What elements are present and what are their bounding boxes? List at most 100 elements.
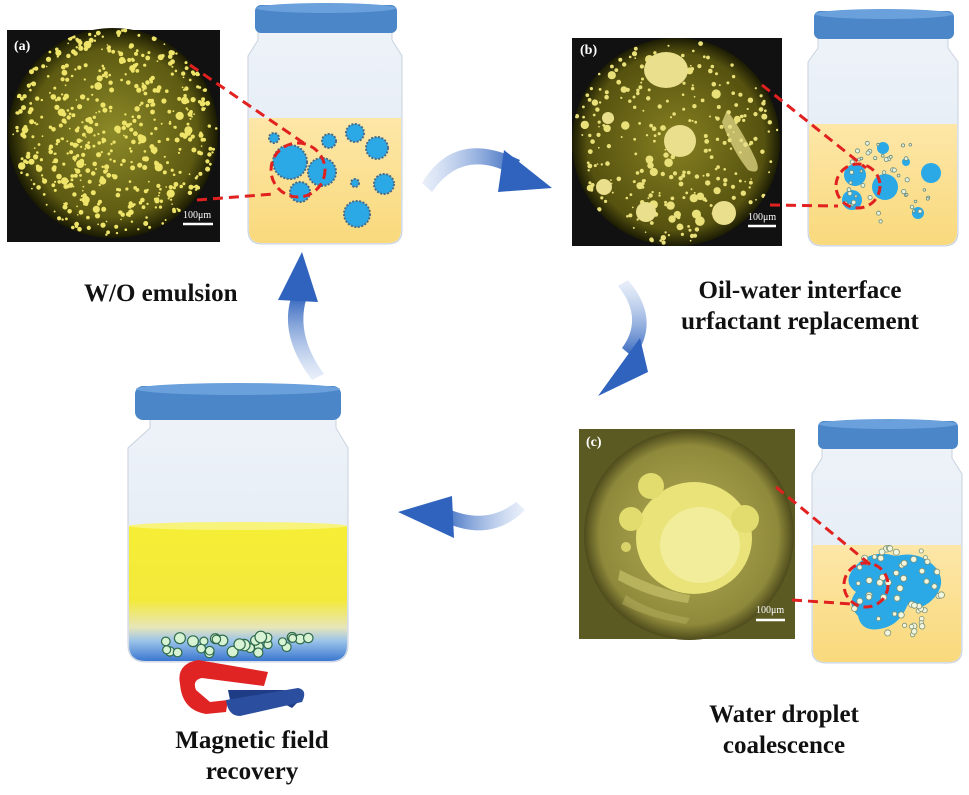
magnetic-particle xyxy=(187,635,200,648)
droplet-dot xyxy=(163,155,166,158)
droplet-dot xyxy=(80,145,83,148)
droplet-dot xyxy=(61,64,66,70)
droplet-dot xyxy=(137,162,143,168)
droplet-dot xyxy=(141,53,145,58)
droplet-dot xyxy=(574,114,580,119)
droplet-dot xyxy=(665,99,669,103)
droplet-dot xyxy=(109,110,112,113)
magnetic-particle xyxy=(288,633,298,644)
droplet-dot xyxy=(76,160,85,168)
droplet-dot xyxy=(150,132,153,136)
droplet-dot xyxy=(649,123,653,128)
droplet-dot xyxy=(177,96,182,101)
droplet-dot xyxy=(638,85,643,90)
droplet-dot xyxy=(64,84,67,87)
droplet-dot xyxy=(31,187,33,190)
droplet-dot xyxy=(145,216,148,219)
surfactant-particle xyxy=(901,189,907,195)
droplet-dot xyxy=(36,185,41,190)
droplet-dot xyxy=(110,142,113,146)
droplet-dot xyxy=(685,191,689,195)
droplet-dot xyxy=(642,109,645,112)
droplet-dot xyxy=(41,174,44,177)
droplet-dot xyxy=(108,105,113,110)
droplet-dot xyxy=(63,93,69,100)
droplet-dot xyxy=(711,89,721,99)
droplet-dot xyxy=(125,187,129,191)
droplet-dot xyxy=(18,162,26,170)
droplet-dot xyxy=(187,111,193,117)
droplet-dot xyxy=(628,213,633,218)
droplet-dot xyxy=(629,193,633,197)
droplet-dot xyxy=(635,171,640,175)
droplet-dot xyxy=(592,113,596,117)
surfactant-particle xyxy=(904,177,910,183)
droplet-dot xyxy=(122,121,124,123)
droplet-dot xyxy=(639,168,644,173)
droplet-dot xyxy=(81,152,86,157)
droplet-dot xyxy=(101,64,105,68)
droplet-dot xyxy=(753,136,758,141)
droplet-dot xyxy=(167,109,172,114)
droplet-dot xyxy=(164,219,167,221)
droplet-dot xyxy=(682,170,686,175)
droplet-dot xyxy=(706,55,710,60)
droplet-dot xyxy=(114,125,121,133)
droplet-dot xyxy=(109,158,112,161)
droplet-dot xyxy=(641,77,644,81)
droplet-dot xyxy=(681,93,685,96)
droplet-dot xyxy=(20,96,24,101)
droplet-dot xyxy=(586,161,590,165)
droplet-dot xyxy=(73,51,78,56)
droplet-dot xyxy=(91,93,94,96)
droplet-dot xyxy=(190,70,195,75)
magnetic-particle xyxy=(162,645,172,655)
surfactant-particle xyxy=(876,578,884,587)
droplet-dot xyxy=(718,84,721,87)
droplet-dot xyxy=(75,46,79,49)
droplet-dot xyxy=(72,142,78,148)
droplet-dot xyxy=(132,118,137,123)
droplet-dot xyxy=(75,99,78,101)
droplet-dot xyxy=(86,225,91,230)
droplet-dot xyxy=(586,184,594,192)
droplet-dot xyxy=(45,56,52,62)
droplet-dot xyxy=(743,114,747,118)
droplet-dot xyxy=(69,150,74,155)
droplet-dot xyxy=(670,154,676,160)
surfactant-particle xyxy=(881,170,887,175)
scale-bar-b: 100μm xyxy=(748,212,776,223)
magnetic-particle xyxy=(253,647,264,658)
droplet-dot xyxy=(664,148,667,151)
droplet-dot xyxy=(124,73,127,76)
surfactant-particle xyxy=(860,182,866,188)
droplet-dot xyxy=(203,107,206,110)
droplet-dot xyxy=(136,114,141,119)
droplet-dot xyxy=(691,209,701,219)
droplet-dot xyxy=(134,83,139,89)
droplet-dot xyxy=(698,41,703,46)
droplet-dot xyxy=(170,60,175,64)
surfactant-particle xyxy=(896,173,901,178)
droplet-dot xyxy=(96,75,103,82)
droplet-dot xyxy=(705,180,711,186)
surfactant-particle xyxy=(856,564,863,571)
droplet-dot xyxy=(150,98,155,103)
droplet-dot xyxy=(198,171,203,176)
droplet-dot xyxy=(141,205,146,210)
droplet-dot xyxy=(150,75,155,81)
droplet-dot xyxy=(100,222,106,228)
droplet-dot xyxy=(181,96,189,105)
droplet-dot xyxy=(123,28,128,33)
droplet-dot xyxy=(681,173,686,178)
droplet-dot xyxy=(632,226,635,229)
droplet-dot xyxy=(33,147,36,150)
droplet-dot xyxy=(759,94,763,98)
droplet-dot xyxy=(12,133,15,136)
droplet-dot xyxy=(763,109,767,113)
surfactant-particle xyxy=(886,545,894,552)
surfactant-particle xyxy=(873,156,878,161)
droplet-dot xyxy=(598,88,602,91)
droplet-dot xyxy=(71,113,76,118)
droplet-dot xyxy=(145,103,150,108)
